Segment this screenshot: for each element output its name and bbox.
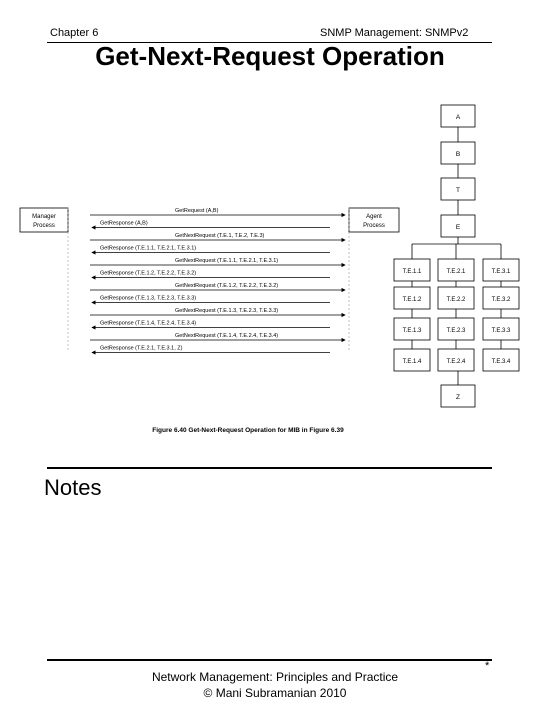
mib-node-label: A bbox=[456, 114, 461, 121]
slide-title: Get-Next-Request Operation bbox=[95, 41, 445, 71]
mib-table-cell-label: T.E.1.2 bbox=[403, 297, 422, 303]
notes-heading: Notes bbox=[44, 475, 102, 500]
manager-label-line-2: Process bbox=[33, 223, 55, 229]
figure-caption: Figure 6.40 Get-Next-Request Operation f… bbox=[152, 427, 344, 434]
footer-mark: * bbox=[485, 660, 490, 672]
mib-node-label: Z bbox=[456, 394, 460, 401]
mib-table-cell-label: T.E.3.4 bbox=[492, 359, 511, 365]
message-label: GetRequest (A,B) bbox=[175, 208, 219, 214]
mib-table-cell-label: T.E.2.4 bbox=[447, 359, 466, 365]
chapter-label: Chapter 6 bbox=[50, 27, 99, 39]
course-label: SNMP Management: SNMPv2 bbox=[320, 27, 469, 39]
mib-table-cell-label: T.E.2.2 bbox=[447, 297, 466, 303]
message-label: GetResponse (T.E.2.1, T.E.3.1, Z) bbox=[100, 346, 183, 352]
mib-table-cell-label: T.E.3.2 bbox=[492, 297, 511, 303]
footer-rule bbox=[47, 659, 492, 661]
message-label: GetResponse (T.E.1.1, T.E.2.1, T.E.3.1) bbox=[100, 246, 196, 252]
mib-table-cell-label: T.E.1.1 bbox=[403, 269, 422, 275]
mib-table-cell-label: T.E.1.3 bbox=[403, 328, 422, 334]
mib-table-cell-label: T.E.3.1 bbox=[492, 269, 511, 275]
message-label: GetResponse (T.E.1.2, T.E.2.2, T.E.3.2) bbox=[100, 271, 196, 277]
message-label: GetResponse (T.E.1.3, T.E.2.3, T.E.3.3) bbox=[100, 296, 196, 302]
header-rule bbox=[47, 42, 492, 43]
message-label: GetNextRequest (T.E.1.4, T.E.2.4, T.E.3.… bbox=[175, 333, 278, 339]
mib-table-cell-label: T.E.2.3 bbox=[447, 328, 466, 334]
message-label: GetResponse (A,B) bbox=[100, 221, 148, 227]
agent-label-line-1: Agent bbox=[366, 214, 382, 220]
message-label: GetNextRequest (T.E.1.1, T.E.2.1, T.E.3.… bbox=[175, 258, 278, 264]
mib-table-cell-label: T.E.3.3 bbox=[492, 328, 511, 334]
notes-rule bbox=[47, 467, 492, 469]
manager-label-line-1: Manager bbox=[32, 214, 56, 220]
mib-node-label: E bbox=[456, 224, 461, 231]
footer-line-1: Network Management: Principles and Pract… bbox=[151, 670, 399, 684]
message-label: GetNextRequest (T.E.1, T.E.2, T.E.3) bbox=[175, 233, 265, 239]
message-label: GetNextRequest (T.E.1.2, T.E.2.2, T.E.3.… bbox=[175, 283, 278, 289]
mib-table-cell-label: T.E.1.4 bbox=[403, 359, 422, 365]
message-label: GetNextRequest (T.E.1.3, T.E.2.3, T.E.3.… bbox=[175, 308, 278, 314]
mib-table-cell-label: T.E.2.1 bbox=[447, 269, 466, 275]
mib-node-label: B bbox=[456, 151, 460, 158]
mib-node-label: T bbox=[456, 187, 460, 194]
agent-label-line-2: Process bbox=[363, 223, 385, 229]
footer-line-2: © Mani Subramanian 2010 bbox=[203, 686, 347, 700]
message-label: GetResponse (T.E.1.4, T.E.2.4, T.E.3.4) bbox=[100, 321, 196, 327]
